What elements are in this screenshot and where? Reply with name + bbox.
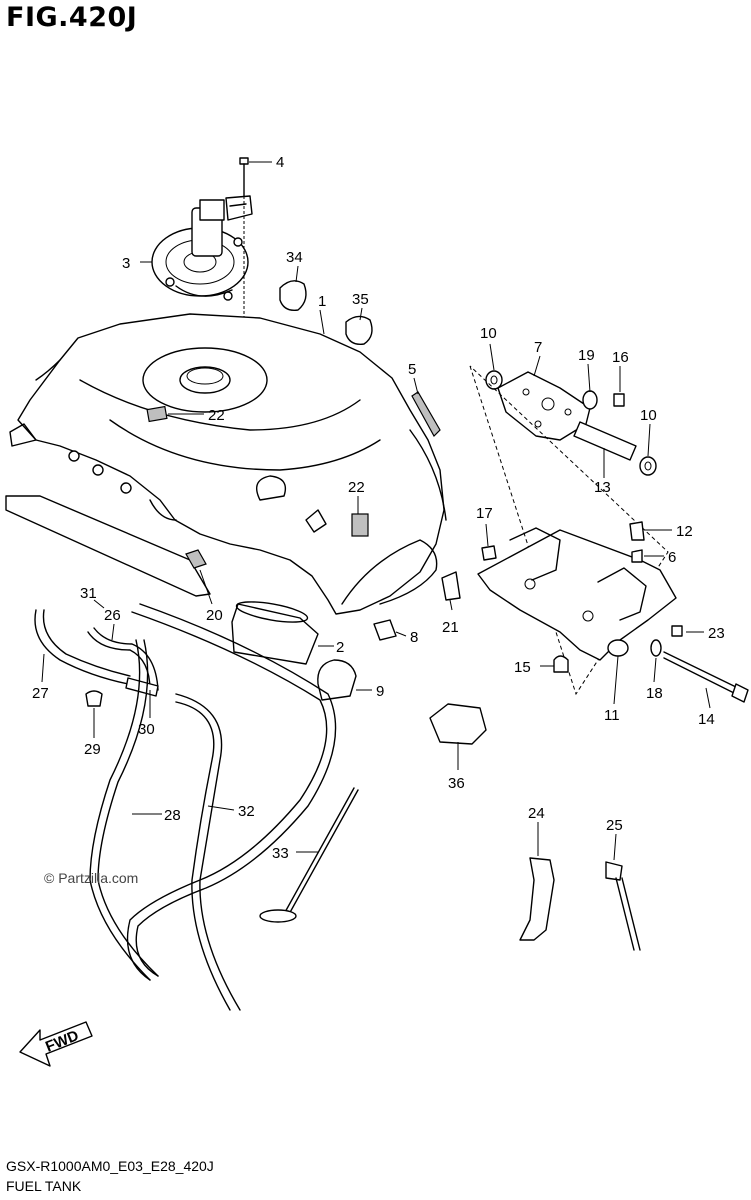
callout-5: 5 xyxy=(408,361,416,378)
hose-32[interactable] xyxy=(126,603,337,981)
tank-insulator[interactable] xyxy=(5,495,211,597)
callout-25: 25 xyxy=(606,817,623,834)
callout-19: 19 xyxy=(578,347,595,364)
callout-10a: 10 xyxy=(480,325,497,342)
cap-bolt[interactable] xyxy=(239,157,249,197)
callouts: 4 3 1 34 35 5 22 22 20 21 2 8 9 10 7 19 … xyxy=(32,154,725,862)
callout-20: 20 xyxy=(206,607,223,624)
callout-35: 35 xyxy=(352,291,369,308)
callout-17: 17 xyxy=(476,505,493,522)
callout-6: 6 xyxy=(668,549,676,566)
callout-34: 34 xyxy=(286,249,303,266)
callout-22a: 22 xyxy=(208,407,225,424)
bolt-16[interactable] xyxy=(613,393,625,407)
callout-23: 23 xyxy=(708,625,725,642)
tank-cushion-2[interactable] xyxy=(231,598,319,665)
callout-14: 14 xyxy=(698,711,715,728)
hinge-bracket[interactable] xyxy=(477,527,677,661)
callout-29: 29 xyxy=(84,741,101,758)
callout-2: 2 xyxy=(336,639,344,656)
clamp-25[interactable] xyxy=(605,861,641,951)
hose-27[interactable] xyxy=(34,609,131,685)
callout-12: 12 xyxy=(676,523,693,540)
cushion-8[interactable] xyxy=(373,619,397,641)
callout-8: 8 xyxy=(410,629,418,646)
callout-16: 16 xyxy=(612,349,629,366)
cushion-pad-35[interactable] xyxy=(345,315,373,345)
callout-7: 7 xyxy=(534,339,542,356)
callout-3: 3 xyxy=(122,255,130,272)
figure-title: FIG.420J xyxy=(6,2,138,33)
callout-32: 32 xyxy=(238,803,255,820)
diagram-code: GSX-R1000AM0_E03_E28_420J xyxy=(6,1158,214,1174)
callout-33: 33 xyxy=(272,845,289,862)
callout-11: 11 xyxy=(604,707,620,724)
callout-18: 18 xyxy=(646,685,663,702)
fuel-tank[interactable] xyxy=(9,313,447,615)
nut-23[interactable] xyxy=(671,625,683,637)
cushion-9[interactable] xyxy=(317,659,357,701)
hose-28[interactable] xyxy=(175,693,241,1011)
callout-30: 30 xyxy=(138,721,155,738)
fuel-cap-assembly[interactable] xyxy=(151,195,253,301)
callout-10b: 10 xyxy=(640,407,657,424)
callout-27: 27 xyxy=(32,685,49,702)
drain-hose-33[interactable] xyxy=(259,787,359,923)
label-sticker[interactable] xyxy=(146,405,168,423)
damper-10a[interactable] xyxy=(485,370,503,390)
callout-21: 21 xyxy=(442,619,459,636)
pad-21[interactable] xyxy=(441,571,461,601)
damper-10b[interactable] xyxy=(639,456,657,476)
sheet-36[interactable] xyxy=(429,703,487,745)
nut-6[interactable] xyxy=(631,549,643,563)
label-sticker-2[interactable] xyxy=(351,513,369,537)
clip-12[interactable] xyxy=(629,521,645,541)
callout-36: 36 xyxy=(448,775,465,792)
callout-31: 31 xyxy=(80,585,97,602)
callout-15: 15 xyxy=(514,659,531,676)
clamp-29[interactable] xyxy=(85,690,103,707)
tank-strip[interactable] xyxy=(411,391,441,437)
joint-30[interactable] xyxy=(125,677,159,697)
hinge-bolt[interactable] xyxy=(663,651,749,703)
watermark: © Partzilla.com xyxy=(44,870,139,886)
callout-22b: 22 xyxy=(348,479,365,496)
callout-28: 28 xyxy=(164,807,181,824)
diagram-name: FUEL TANK xyxy=(6,1178,82,1194)
collar-19[interactable] xyxy=(582,390,598,410)
callout-26: 26 xyxy=(104,607,121,624)
fwd-label: FWD xyxy=(43,1027,81,1056)
callout-13: 13 xyxy=(594,479,611,496)
fwd-arrow-icon: FWD xyxy=(19,1021,93,1067)
strap-24[interactable] xyxy=(519,857,555,941)
callout-9: 9 xyxy=(376,683,384,700)
callout-1: 1 xyxy=(318,293,326,310)
leader-lines xyxy=(41,161,711,861)
bolt-15[interactable] xyxy=(553,655,569,673)
callout-24: 24 xyxy=(528,805,545,822)
callout-4: 4 xyxy=(276,154,284,171)
pad-20[interactable] xyxy=(185,549,207,569)
cushion-pad-34[interactable] xyxy=(279,280,307,311)
pivot-rod[interactable] xyxy=(573,421,637,461)
washer-18[interactable] xyxy=(650,639,662,657)
grommet-17[interactable] xyxy=(481,545,497,561)
